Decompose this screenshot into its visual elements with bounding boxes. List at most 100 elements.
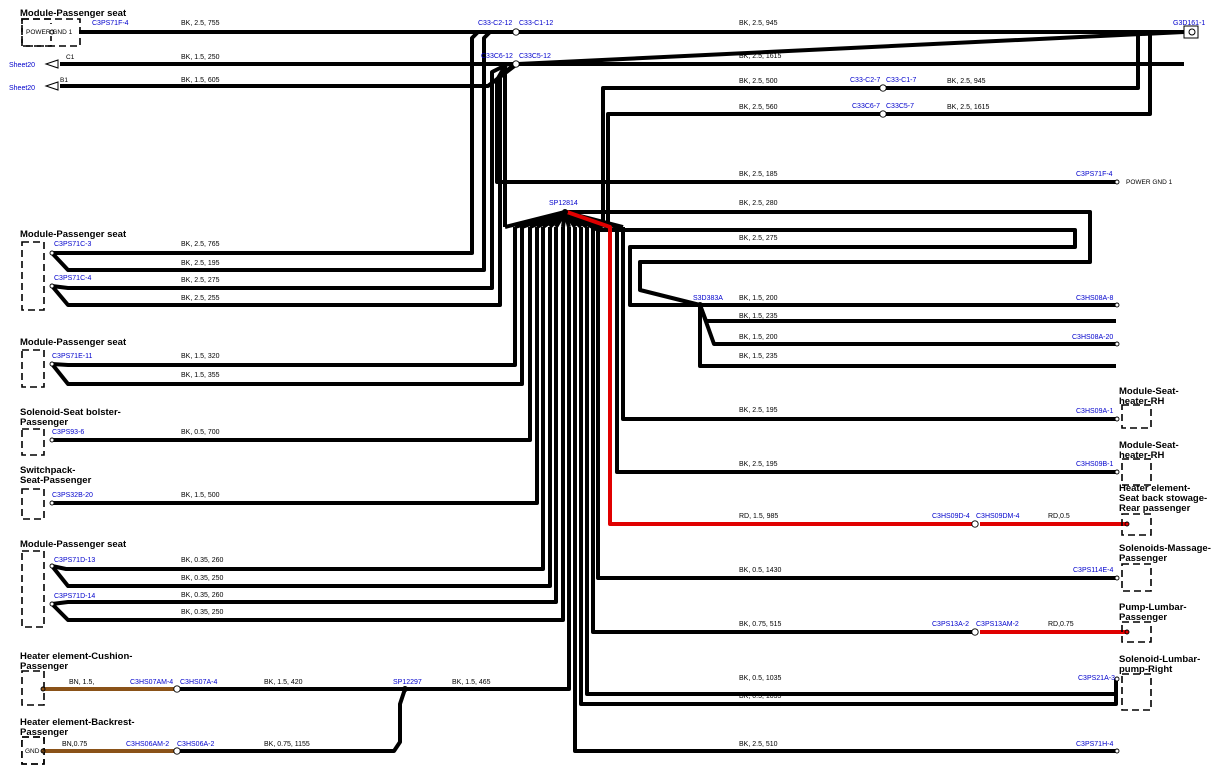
title-module-ps-3: Module-Passenger seat (20, 337, 127, 348)
wire-c3ps71e-11-b (50, 227, 524, 386)
wire-sheet-b1 (60, 62, 519, 88)
wire-c3ps71c-4 (51, 62, 509, 290)
block-labels: POWER GND 1 POWER GND 1 GND 2 Sheet20 Sh… (9, 29, 1173, 755)
conn-c33-c1-12: C33-C1-12 (519, 20, 553, 27)
title-module-ps-2: Module-Passenger seat (20, 229, 127, 240)
wire-label: BK, 1.5, 250 (181, 54, 220, 61)
conn-c3ps71h-4: C3PS71H-4 (1076, 741, 1113, 748)
conn-c3hs07am-4: C3HS07AM-4 (130, 679, 173, 686)
title-solenoids-massage-2: Passenger (1119, 553, 1167, 564)
conn-c3hs06a-2: C3HS06A-2 (177, 741, 214, 748)
title-solenoid-lumbar-1: Solenoid-Lumbar- (1119, 654, 1200, 665)
component-titles: Module-Passenger seat Module-Passenger s… (20, 8, 1211, 738)
wire-label: BK, 2.5, 560 (739, 104, 778, 111)
power-gnd-right-label: POWER GND 1 (1126, 179, 1173, 186)
title-heater-backrest-2: Passenger (20, 727, 68, 738)
conn-c3hs09d-4: C3HS09D-4 (932, 513, 970, 520)
title-module-ps-4: Module-Passenger seat (20, 539, 127, 550)
title-heater-stowage-3: Rear passenger (1119, 503, 1191, 514)
conn-s3d383a: S3D383A (693, 295, 723, 302)
sheet-arrow-c1-icon[interactable] (44, 59, 59, 69)
wire-label: BK, 2.5, 500 (739, 78, 778, 85)
gnd-box-label: GND 2 (25, 748, 45, 755)
wire-spec-labels: BK, 2.5, 755 BK, 2.5, 945 BK, 1.5, 250 B… (62, 20, 1074, 748)
conn-c33c5-7: C33C5-7 (886, 103, 914, 110)
title-switchpack-1: Switchpack- (20, 465, 75, 476)
conn-c33c6-12: C33C6-12 (481, 53, 513, 60)
wire-label: BK, 0.5, 1035 (739, 675, 782, 682)
wire-c3ps71h-4 (573, 227, 1116, 753)
wire-label: BK, 2.5, 945 (947, 78, 986, 85)
wire-label: BK, 1.5, 465 (452, 679, 491, 686)
title-pump-lumbar-2: Passenger (1119, 612, 1167, 623)
wire-label: RD,0.5 (1048, 513, 1070, 520)
conn-c33-c2-12: C33-C2-12 (478, 20, 512, 27)
conn-c3ps71e-11: C3PS71E-11 (52, 353, 92, 360)
wire-label: BK, 1.5, 235 (739, 353, 778, 360)
wire-label: BK, 1.5, 200 (739, 334, 778, 341)
wire-label: BK, 0.35, 250 (181, 609, 224, 616)
conn-sp12814: SP12814 (549, 200, 578, 207)
sheet-link-1[interactable]: Sheet20 (9, 62, 35, 69)
wire-label: BK, 2.5, 1615 (947, 104, 990, 111)
wire-label: BK, 2.5, 755 (181, 20, 220, 27)
sheet-arrow-b1-icon[interactable] (44, 81, 59, 91)
wire-label: BK, 0.35, 260 (181, 557, 224, 564)
power-gnd-box-label: POWER GND 1 (26, 29, 73, 36)
wire-label: BK, 1.5, 420 (264, 679, 303, 686)
wire-power-gnd-right (495, 65, 1116, 184)
title-heater-stowage-1: Heater element- (1119, 483, 1190, 494)
sheet-link-2[interactable]: Sheet20 (9, 85, 35, 92)
ground-terminal-icon (1183, 25, 1199, 39)
conn-c33c6-7: C33C6-7 (852, 103, 880, 110)
conn-c3ps71f-4-b: C3PS71F-4 (1076, 171, 1113, 178)
wire-label: RD,0.75 (1048, 621, 1074, 628)
conn-c3ps32b-20: C3PS32B-20 (52, 492, 93, 499)
wire-c3hs08a-20-b (698, 305, 1116, 368)
wire-label: BK, 0.5, 1430 (739, 567, 782, 574)
wire-label: BK, 2.5, 195 (739, 407, 778, 414)
title-heater-cushion-1: Heater element-Cushion- (20, 651, 132, 662)
title-seat-heater-rh-1b: heater-RH (1119, 396, 1165, 407)
wire-label: BN,0.75 (62, 741, 87, 748)
conn-c3ps114e-4: C3PS114E-4 (1073, 567, 1113, 574)
wire-label: RD, 1.5, 985 (739, 513, 778, 520)
title-solenoid-bolster-1: Solenoid-Seat bolster- (20, 407, 121, 418)
wire-c3ps71c-3-b (50, 30, 492, 272)
wire-label: BK, 2.5, 255 (181, 295, 220, 302)
conn-c3ps71c-3: C3PS71C-3 (54, 241, 91, 248)
wire-c33-c2-7-branch (601, 32, 1140, 227)
wire-c33c6-to-g3d161 (517, 30, 1185, 66)
wire-c3hs09a-1 (621, 227, 1116, 421)
wire-c3ps71d-14-b (50, 227, 565, 622)
conn-c3ps71c-4: C3PS71C-4 (54, 275, 91, 282)
wire-c3ps71c-3 (52, 30, 480, 255)
conn-c3hs09dm-4: C3HS09DM-4 (976, 513, 1020, 520)
wire-label: BN, 1.5, (69, 679, 94, 686)
wire-sp12297-to-sp (405, 227, 571, 691)
wire-label: BK, 0.35, 250 (181, 575, 224, 582)
wire-label: BK, 0.35, 260 (181, 592, 224, 599)
wire-c3ps32b-20 (52, 227, 539, 505)
wire-label: BK, 0.75, 515 (739, 621, 782, 628)
wire-c3hs06a-2 (180, 688, 407, 753)
wire-label: BK, 0.5, 1035 (739, 693, 782, 700)
conn-c3hs08a-8: C3HS08A-8 (1076, 295, 1113, 302)
title-heater-cushion-2: Passenger (20, 661, 68, 672)
title-solenoids-massage-1: Solenoids-Massage- (1119, 543, 1211, 554)
wire-label: BK, 2.5, 275 (739, 235, 778, 242)
conn-c33c5-12: C33C5-12 (519, 53, 551, 60)
title-heater-stowage-2: Seat back stowage- (1119, 493, 1207, 504)
wire-label: BK, 2.5, 275 (181, 277, 220, 284)
wire-label: BK, 1.5, 355 (181, 372, 220, 379)
wire-label: BK, 0.5, 700 (181, 429, 220, 436)
wire-c3hs09b-1 (615, 227, 1116, 474)
conn-c3ps71d-13: C3PS71D-13 (54, 557, 95, 564)
wires-black (50, 30, 1185, 753)
wire-label: BK, 2.5, 1615 (739, 53, 782, 60)
wire-red-c3hs09d (566, 210, 972, 526)
wire-c3ps71e-11 (51, 227, 517, 367)
conn-c3hs09b-1: C3HS09B-1 (1076, 461, 1113, 468)
wire-label: BK, 2.5, 195 (181, 260, 220, 267)
wire-label: BK, 1.5, 605 (181, 77, 220, 84)
